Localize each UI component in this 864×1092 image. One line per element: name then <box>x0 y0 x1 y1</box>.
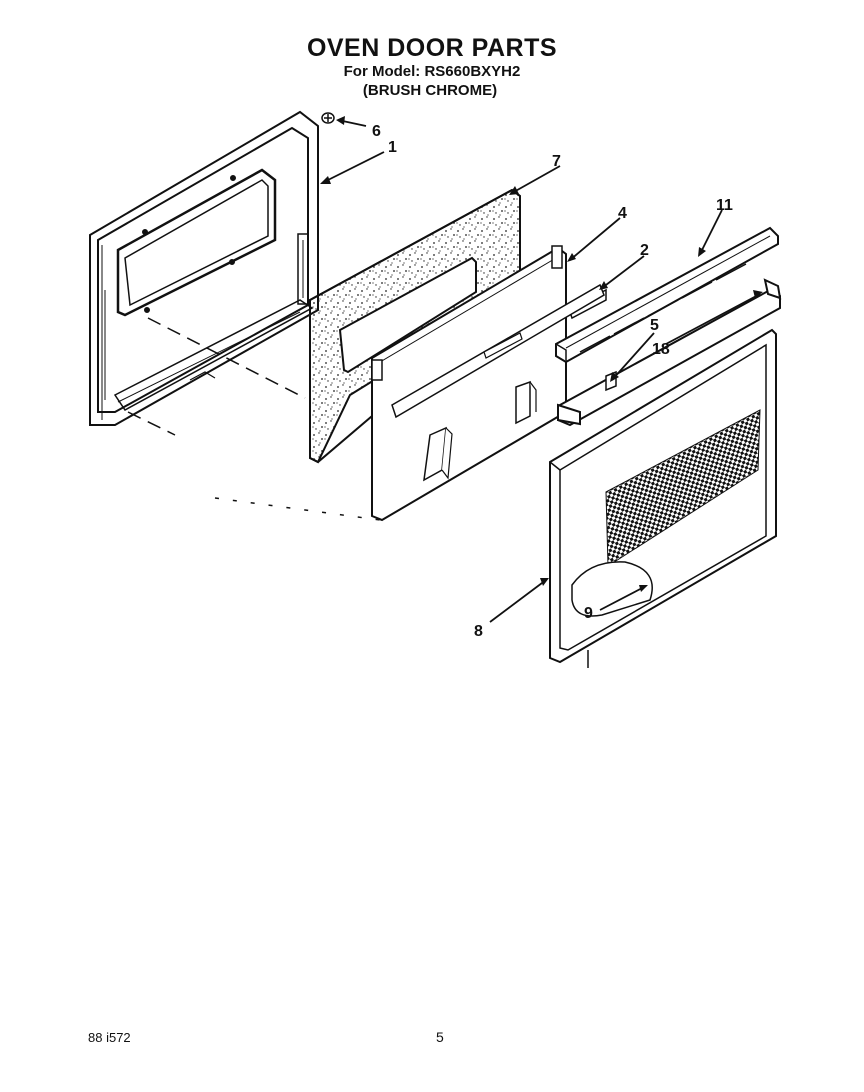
document-number: 88 i572 <box>88 1030 131 1045</box>
callout-1: 1 <box>388 139 397 156</box>
screw-part <box>321 112 335 124</box>
callout-5: 5 <box>650 317 659 334</box>
callout-9: 9 <box>584 605 593 622</box>
outer-door-frame-part <box>89 110 319 426</box>
leader-arrowheads <box>320 116 763 592</box>
callout-7: 7 <box>552 153 561 170</box>
callout-4: 4 <box>618 205 627 222</box>
vent-trim-part <box>555 226 779 364</box>
outer-door-panel-part <box>549 328 777 668</box>
page-title: OVEN DOOR PARTS <box>306 34 558 62</box>
leader-lines <box>321 119 761 623</box>
callout-6: 6 <box>372 123 381 140</box>
inner-glass-panel-part <box>371 245 607 522</box>
bottom-trim-part <box>556 278 782 427</box>
alignment-lines <box>127 317 566 521</box>
callout-18: 18 <box>652 341 670 358</box>
page-number: 5 <box>436 1029 444 1045</box>
callout-2: 2 <box>640 242 649 259</box>
model-subtitle: For Model: RS660BXYH2 <box>343 63 521 80</box>
callout-8: 8 <box>474 623 483 640</box>
callout-11: 11 <box>716 197 733 214</box>
finish-subtitle: (BRUSH CHROME) <box>362 82 498 99</box>
